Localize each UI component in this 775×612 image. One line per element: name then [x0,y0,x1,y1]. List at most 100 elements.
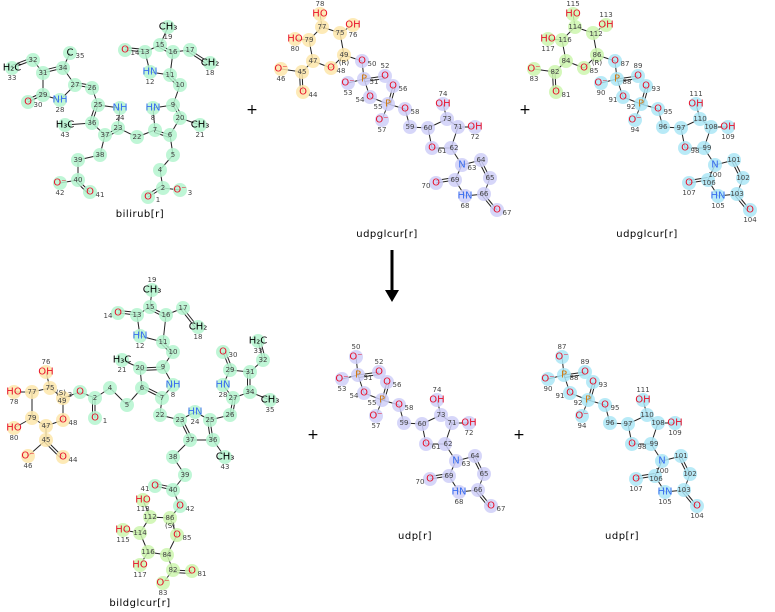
atom: 22 [156,411,165,419]
atom-highlight [736,171,750,185]
atom-highlight [203,56,217,70]
atom: O91 [556,388,575,401]
atom: 110 [640,411,653,419]
atom-number: 59 [400,419,409,427]
atom-number: 96 [606,419,615,427]
atom-symbol: H₃C [56,120,75,131]
atom: O⁻46 [274,64,287,84]
atom-highlight [118,43,132,57]
atom-number: 49 [340,51,349,59]
atom-symbol: O [428,143,436,154]
atom-number: 38 [169,453,178,461]
atom-number: 32 [259,356,268,364]
atom: 32 [259,356,268,364]
atom-highlight [372,365,386,379]
atom-number: 70 [416,478,425,486]
atom-symbol: CH₃ [159,22,178,33]
atom-number: 109 [721,133,734,141]
atom-symbol: O⁻ [594,78,607,89]
atom: O54 [350,388,369,401]
atom: 99 [650,440,659,448]
atom-number: 86 [593,51,602,59]
atom-symbol: N [658,456,665,467]
atom: 86(R) [592,51,603,67]
atom-symbol: H₂C [249,336,268,347]
atom: 103 [730,190,743,198]
atom-number: 33 [254,347,263,355]
atom-highlight [616,90,630,104]
atom-highlight [708,158,722,172]
atom-highlight [306,54,320,68]
atom-number: 100 [655,467,668,475]
reaction-arrow-icon [385,250,399,302]
atom-highlight [640,408,654,422]
atom-number: 114 [568,23,582,31]
atom-number: 103 [730,190,743,198]
atom-number: 37 [186,436,195,444]
atom-highlight [639,79,653,93]
atom-highlight [302,33,316,47]
atom-highlight [156,181,170,195]
atom-number: 80 [291,45,300,53]
atom-symbol: O⁻ [274,64,287,75]
atom-highlight [674,449,688,463]
atom-highlight [160,548,174,562]
atom-highlight [173,111,187,125]
atom: O⁻94 [628,115,641,135]
atom-symbol: O [389,81,397,92]
atom-highlight [333,26,347,40]
atom-number: 74 [433,386,442,394]
atom-highlight [130,308,144,322]
atom-highlight [415,417,429,431]
atom: 102 [683,470,696,478]
atom-highlight [429,176,443,190]
atom: NH8 [166,380,181,400]
atom-highlight [166,378,180,392]
atom-number: 93 [652,85,661,93]
atom: 47 [309,57,318,65]
atom-highlight [183,433,197,447]
atom-highlight [559,54,573,68]
atom-highlight [251,334,265,348]
atom: P55 [368,395,385,408]
atom-number: 88 [623,78,632,86]
atom-highlight [351,368,365,382]
atom-symbol: O [24,97,32,108]
atom-symbol: P [361,74,367,85]
atom-highlight [143,300,157,314]
stereo-label: (R) [339,59,350,67]
atom-number: 117 [133,571,146,579]
atom-number: 6 [140,384,145,392]
atom-number: 79 [28,414,37,422]
atom-symbol: O⁻ [156,578,169,589]
atom-number: 39 [181,471,190,479]
atom: O⁻42 [53,178,66,198]
atom-symbol: O⁻ [555,352,568,363]
atom-highlight [474,153,488,167]
atom-number: 40 [169,486,178,494]
atom: 13 [141,48,150,56]
plus-sign: + [246,102,258,118]
atom: P92 [627,99,644,112]
atom-symbol: O⁻ [53,178,66,189]
atom-highlight [636,393,650,407]
atom-number: 2 [93,394,97,402]
atom: 7 [160,394,164,402]
atom-highlight [324,61,338,75]
atom: O⁻50 [349,343,362,363]
atom-symbol: OH [435,99,450,110]
atom-highlight [155,391,169,405]
